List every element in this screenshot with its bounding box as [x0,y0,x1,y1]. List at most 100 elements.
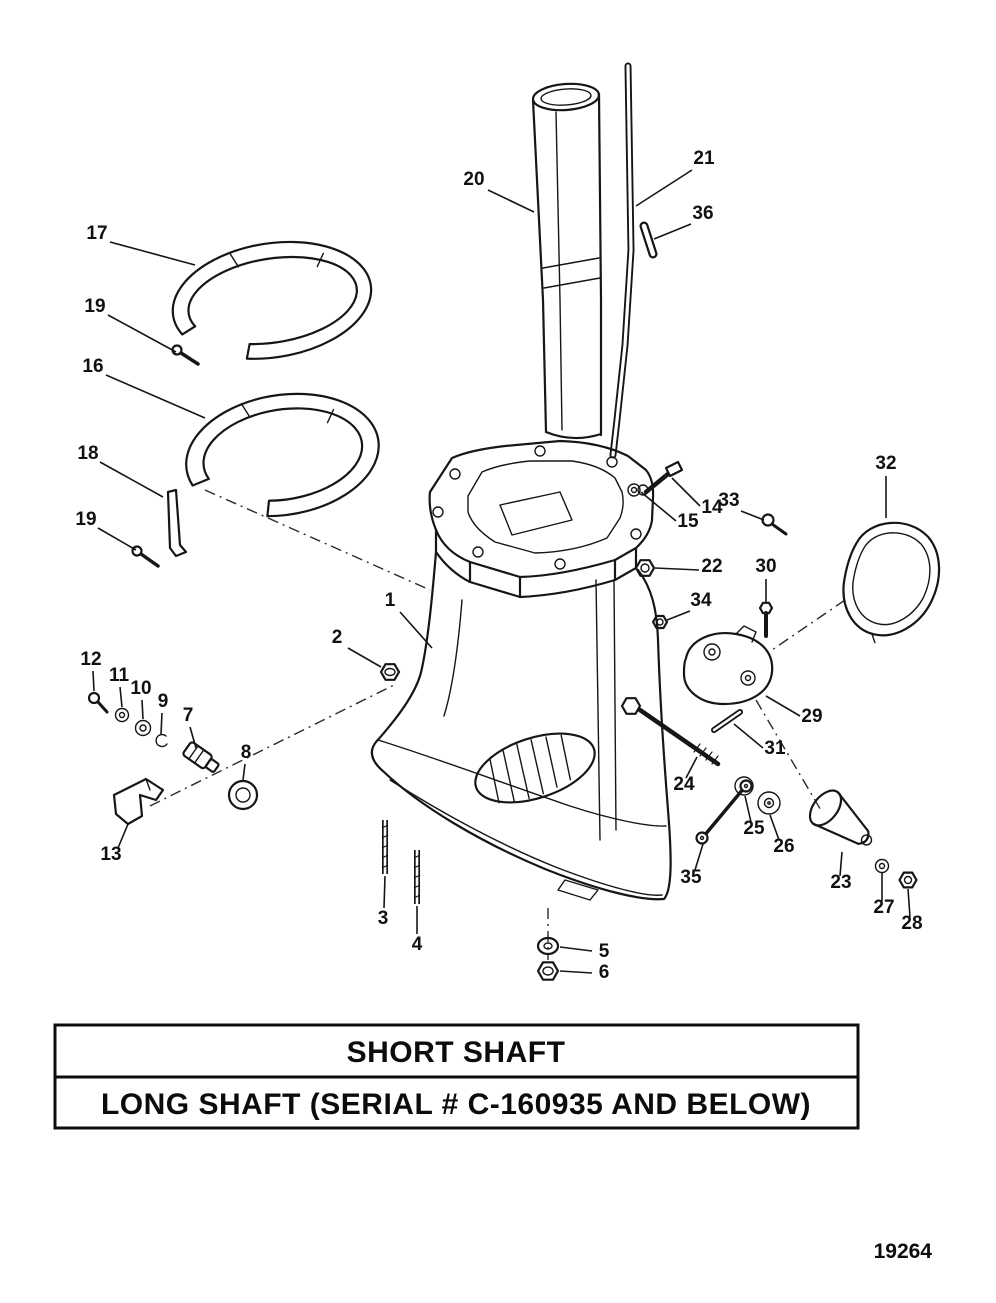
assembly-axis-lines [149,489,846,960]
callout-leader-9-8 [160,712,163,735]
callout-label-27-35: 27 [873,897,894,918]
washer-26 [757,791,781,815]
stud-3 [381,820,389,874]
anode-23 [808,789,873,846]
callout-label-31-29: 31 [764,738,786,759]
callout-leader-17-0 [109,241,196,266]
callout-label-14-21: 14 [701,497,723,518]
callout-label-11-6: 11 [109,665,130,686]
callout-label-28-36: 28 [901,913,922,934]
callout-leader-23-34 [839,851,843,877]
driveshaft-housing [370,439,672,901]
callout-label-30-26: 30 [755,556,776,577]
callout-label-3-14: 3 [378,908,389,929]
cover-plate-32 [842,521,941,644]
callout-leader-29-28 [765,695,801,717]
link-rod-35 [695,779,753,845]
callout-leader-14-21 [671,477,701,507]
bolt-14 [643,460,684,495]
callout-leader-12-5 [92,670,95,692]
title-line-long-shaft: LONG SHAFT (SERIAL # C-160935 AND BELOW) [101,1088,811,1121]
callout-label-33-24: 33 [718,490,739,511]
splash-ring-lower [185,392,380,518]
callout-leader-16-2 [105,374,206,419]
callout-leader-18-3 [99,461,164,498]
callout-leader-28-36 [907,888,911,918]
callout-leader-22-23 [654,567,700,571]
callout-label-34-27: 34 [690,590,712,611]
snap-ring-9 [155,733,168,748]
washer-11 [114,707,130,723]
callout-label-16-2: 16 [82,356,103,377]
grommet-8 [227,779,259,811]
stud-4 [413,850,421,904]
callout-leader-21-19 [635,169,693,207]
callout-label-10-7: 10 [130,678,151,699]
callout-leader-2-12 [347,647,382,668]
callout-leader-1-13 [399,611,433,649]
diagram-number: 19264 [874,1240,933,1263]
callout-leader-26-32 [769,814,780,841]
callout-label-35-33: 35 [680,867,702,888]
callout-label-25-31: 25 [743,818,765,839]
callout-leader-19-1 [107,314,177,353]
callout-leader-11-6 [119,686,123,708]
callout-label-17-0: 17 [86,223,107,244]
callout-label-22-23: 22 [701,556,722,577]
callout-label-2-12: 2 [332,627,343,648]
splash-ring-upper [171,240,373,360]
title-box: SHORT SHAFT LONG SHAFT (SERIAL # C-16093… [53,1023,860,1130]
nut-28 [898,871,918,889]
callout-label-18-3: 18 [77,443,98,464]
callout-leader-13-11 [117,823,129,849]
callout-label-20-18: 20 [463,169,484,190]
screw-12 [87,691,109,714]
washer-10 [134,719,152,737]
callout-label-8-10: 8 [241,742,252,763]
callout-label-29-28: 29 [801,706,822,727]
callout-leader-24-30 [685,756,698,779]
callout-leader-15-22 [640,491,677,522]
shift-rod-pin [639,221,658,259]
callout-label-5-16: 5 [599,941,610,962]
anchor-strip [166,488,188,558]
title-line-short-shaft: SHORT SHAFT [347,1036,566,1069]
callout-leader-20-18 [487,189,535,213]
plug-7 [182,741,220,773]
nut-2 [379,663,401,681]
callout-leader-35-33 [694,843,704,871]
callout-leader-10-7 [141,699,144,720]
callout-label-12-5: 12 [80,649,101,670]
callout-label-24-30: 24 [673,774,695,795]
shift-shaft-rod [609,62,635,459]
washer-5 [536,936,560,956]
callout-label-15-22: 15 [677,511,699,532]
nut-34 [651,614,669,630]
callout-leader-31-29 [733,723,764,749]
callout-leader-25-31 [744,795,752,823]
callout-leader-19-4 [97,527,137,551]
callout-label-19-1: 19 [84,296,105,317]
bolt-30 [758,601,774,638]
callout-label-7-9: 7 [183,705,194,726]
callout-leader-7-9 [189,726,197,749]
callout-label-1-13: 1 [385,590,396,611]
callout-label-23-34: 23 [830,872,851,893]
screw-33 [761,513,788,536]
callout-label-4-15: 4 [412,934,423,955]
nut-6 [536,961,560,981]
callout-label-6-17: 6 [599,962,610,983]
callout-label-13-11: 13 [100,844,121,865]
callout-leader-6-17 [559,970,593,974]
shift-bracket-29 [682,625,774,706]
nut-22 [634,559,656,577]
callout-leader-34-27 [666,610,691,621]
callout-leader-36-20 [653,223,692,240]
callout-label-19-4: 19 [75,509,96,530]
callout-leader-33-24 [740,510,765,521]
callout-label-36-20: 36 [692,203,713,224]
pin-31 [711,709,743,733]
